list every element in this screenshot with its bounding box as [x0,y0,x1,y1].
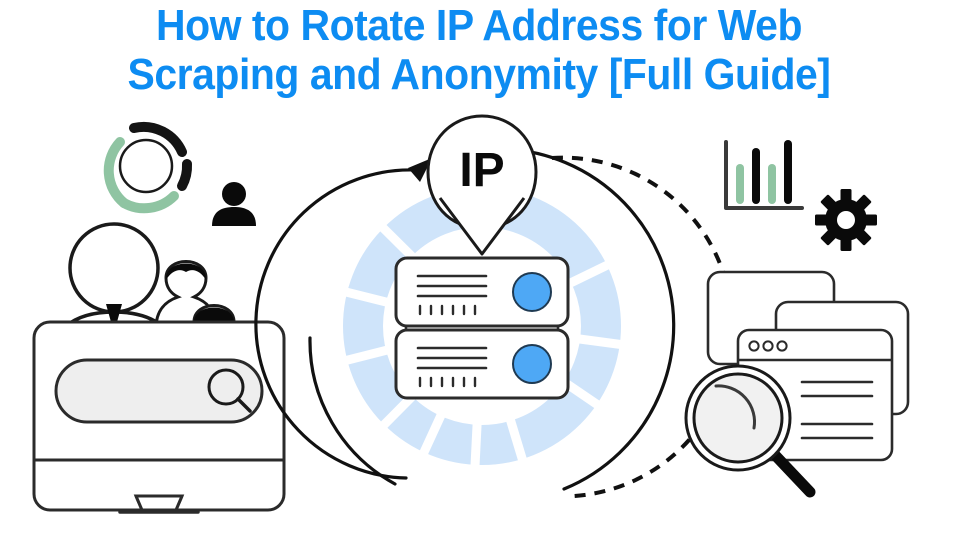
desktop-monitor[interactable] [32,320,286,514]
ip-location-pin[interactable]: IP [426,114,538,256]
page-title: How to Rotate IP Address for Web Scrapin… [0,2,958,100]
ip-pin-label: IP [459,144,504,197]
page-title-line-1: How to Rotate IP Address for Web [155,1,802,50]
loading-spinner-icon [103,121,193,214]
server-unit-bottom[interactable] [394,328,570,400]
window-traffic-dots [748,340,788,352]
user-icon [212,182,256,226]
window-text-lines [800,380,874,440]
server-rack[interactable] [394,256,570,400]
search-icon[interactable] [207,368,252,413]
page-title-line-2: Scraping and Anonymity [Full Guide] [127,49,831,99]
magnifier-icon[interactable] [684,364,816,498]
gear-icon[interactable] [802,176,890,264]
illustration-center: IP [254,106,735,518]
server-unit-top[interactable] [394,256,570,328]
illustration-right [650,120,950,518]
bar-chart-icon [724,140,804,210]
illustration-left [24,108,314,516]
search-bar[interactable] [54,358,264,424]
